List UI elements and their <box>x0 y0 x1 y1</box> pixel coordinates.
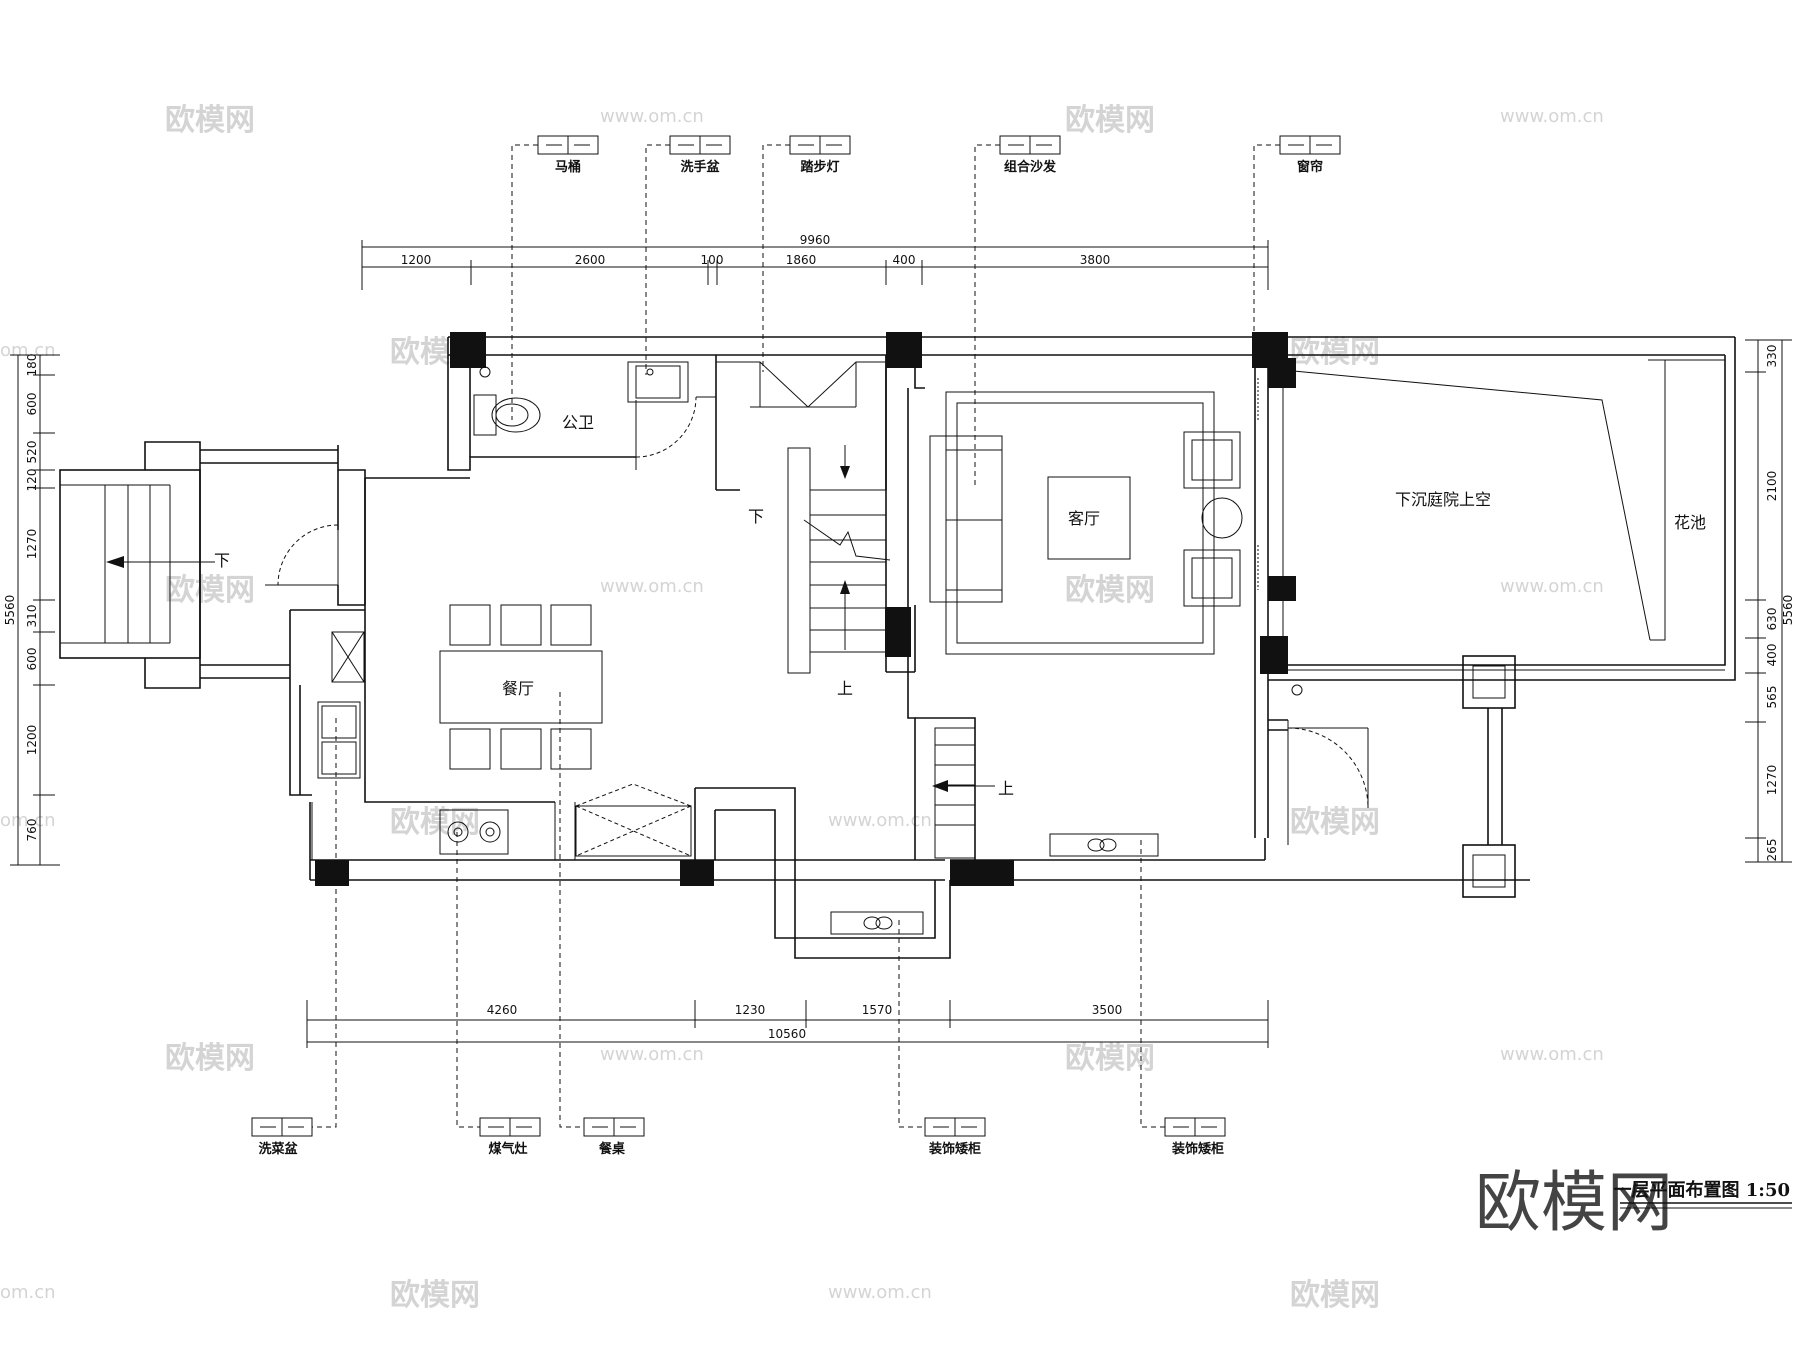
dim-top-segment: 100 <box>701 253 724 267</box>
dim-right-segment: 265 <box>1765 839 1779 862</box>
room-label-flower-bed: 花池 <box>1674 513 1706 532</box>
tag-label-dining-table: 餐桌 <box>598 1141 626 1157</box>
watermark-url: www.om.cn <box>828 1282 932 1303</box>
dim-top-segment: 3800 <box>1080 253 1111 267</box>
dim-left-segment: 1270 <box>25 529 39 560</box>
watermark-layer: 欧模网 www.om.cn 欧模网 www.om.cn om.cn 欧模网 欧模… <box>0 103 1604 1313</box>
dim-left-segment: 600 <box>25 393 39 416</box>
watermark: 欧模网 <box>165 573 255 608</box>
gas-stove-icon <box>439 809 509 855</box>
tag-label-low-cabinet: 装饰矮柜 <box>928 1141 981 1157</box>
stair-label-down: 下 <box>748 507 764 526</box>
dim-right-segment: 630 <box>1765 608 1779 631</box>
dim-left-segment: 120 <box>25 469 39 492</box>
watermark-url: www.om.cn <box>828 810 932 831</box>
tag-label-vegetable-sink: 洗菜盆 <box>258 1141 298 1157</box>
dim-top-segment: 1860 <box>786 253 817 267</box>
stair-label-up: 上 <box>998 779 1014 798</box>
dim-left-segment: 1200 <box>25 725 39 756</box>
dim-left-total: 5560 <box>3 595 17 626</box>
watermark: 欧模网 <box>1065 1041 1155 1076</box>
dim-left-segment: 520 <box>25 441 39 464</box>
room-label-public-wc: 公卫 <box>562 413 594 432</box>
watermark-url: www.om.cn <box>600 106 704 127</box>
watermark-url: www.om.cn <box>600 576 704 597</box>
coffee-table <box>1047 476 1131 560</box>
dim-top-segment: 2600 <box>575 253 606 267</box>
watermark: 欧模网 <box>1290 335 1380 370</box>
dim-bottom-segment: 1230 <box>735 1003 766 1017</box>
entry-steps <box>59 469 201 659</box>
dim-bottom-segment: 3500 <box>1092 1003 1123 1017</box>
dim-right-segment: 1270 <box>1765 765 1779 796</box>
toilet-icon <box>473 366 541 436</box>
watermark: 欧模网 <box>1290 1278 1380 1313</box>
dim-bottom-segment: 1570 <box>862 1003 893 1017</box>
tag-label-wash-basin: 洗手盆 <box>680 159 720 175</box>
furniture <box>317 361 1259 935</box>
tag-label-step-light: 踏步灯 <box>800 159 839 175</box>
dimension-bottom: 4260 1230 1570 3500 10560 <box>306 1000 1269 1048</box>
watermark: 欧模网 <box>1065 103 1155 138</box>
wash-basin-icon <box>627 361 689 403</box>
room-labels: 公卫 客厅 餐厅 下沉庭院上空 花池 下 下 上 上 <box>214 413 1706 798</box>
watermark-url: om.cn <box>0 340 56 361</box>
watermark-url: www.om.cn <box>1500 1044 1604 1065</box>
watermark: 欧模网 <box>165 103 255 138</box>
dim-right-total: 5560 <box>1781 595 1795 626</box>
dim-right-segment: 565 <box>1765 686 1779 709</box>
dim-bottom-segment: 4260 <box>487 1003 518 1017</box>
arrow-down-icon <box>840 466 850 479</box>
tag-label-sofa-set: 组合沙发 <box>1004 159 1057 175</box>
arrow-up-icon <box>840 580 850 594</box>
dim-top-segment: 400 <box>893 253 916 267</box>
dim-left-segment: 180 <box>25 354 39 377</box>
watermark-url: www.om.cn <box>600 1044 704 1065</box>
tag-label-toilet: 马桶 <box>555 159 581 175</box>
dim-bottom-total: 10560 <box>768 1027 806 1041</box>
arrow-left-icon <box>932 780 948 792</box>
dimension-left: 5560 180 600 520 120 1270 310 600 1200 7… <box>3 354 60 866</box>
watermark: 欧模网 <box>165 1041 255 1076</box>
low-cabinet-icon <box>1049 833 1159 857</box>
watermark-url: om.cn <box>0 1282 56 1303</box>
room-label-dining-room: 餐厅 <box>502 679 534 698</box>
dim-right-segment: 330 <box>1765 345 1779 368</box>
dim-top-total: 9960 <box>800 233 831 247</box>
watermark: 欧模网 <box>1290 805 1380 840</box>
stair-label-up: 上 <box>837 679 853 698</box>
dim-right-segment: 2100 <box>1765 471 1779 502</box>
kitchen-sink-icon <box>317 701 361 779</box>
dimension-top: 9960 1200 2600 100 1860 400 3800 <box>361 233 1269 290</box>
top-tags: 马桶 洗手盆 踏步灯 组合沙发 窗帘 <box>511 135 1341 485</box>
drawing-title: 一层平面布置图 1:50 <box>1614 1179 1790 1201</box>
low-cabinet-icon <box>830 911 924 935</box>
watermark: 欧模网 <box>390 805 480 840</box>
dim-right-segment: 400 <box>1765 644 1779 667</box>
dining-table-icon <box>439 604 603 770</box>
dim-left-segment: 310 <box>25 605 39 628</box>
room-label-living-room: 客厅 <box>1068 509 1100 528</box>
room-label-sunken-courtyard: 下沉庭院上空 <box>1395 490 1491 509</box>
dimension-right: 5560 330 2100 630 400 565 1270 265 <box>1745 339 1795 863</box>
dim-left-segment: 760 <box>25 819 39 842</box>
dim-left-segment: 600 <box>25 648 39 671</box>
arrow-left-icon <box>106 556 124 568</box>
direction-arrows <box>106 445 995 792</box>
tag-label-low-cabinet: 装饰矮柜 <box>1171 1141 1224 1157</box>
watermark-url: www.om.cn <box>1500 106 1604 127</box>
watermark-url: om.cn <box>0 810 56 831</box>
columns <box>315 332 1296 886</box>
watermark: 欧模网 <box>390 1278 480 1313</box>
tag-label-curtain: 窗帘 <box>1297 159 1323 175</box>
title-block: 欧模网 一层平面布置图 1:50 <box>1475 1164 1792 1241</box>
watermark-url: www.om.cn <box>1500 576 1604 597</box>
dim-top-segment: 1200 <box>401 253 432 267</box>
sofa-set-icon <box>929 391 1243 655</box>
bottom-tags: 洗菜盆 煤气灶 餐桌 装饰矮柜 装饰矮柜 <box>251 692 1226 1157</box>
watermark: 欧模网 <box>1065 573 1155 608</box>
tag-label-gas-stove: 煤气灶 <box>488 1141 527 1157</box>
stair-label-down: 下 <box>214 551 230 570</box>
